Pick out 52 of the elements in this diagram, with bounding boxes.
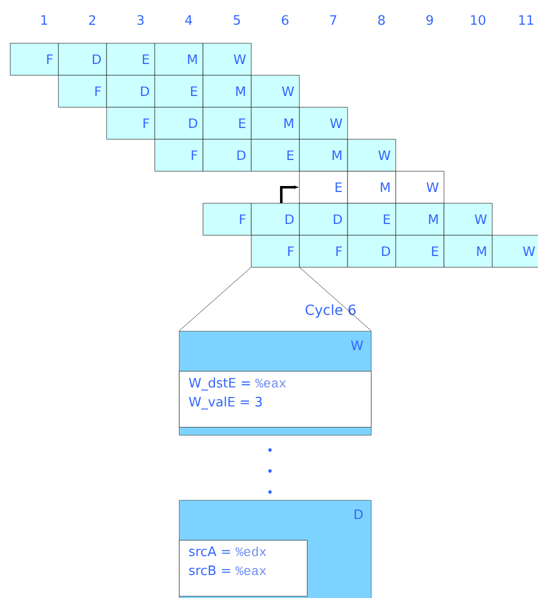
stage-cell: W [251,75,300,108]
field-box: srcA = %edx srcB = %eax [179,540,308,596]
arrow [280,186,298,203]
stage-cell: M [299,139,348,172]
stage-cell: W [396,171,444,204]
stage-cell: W [492,235,538,268]
cycle-number: 1 [41,15,48,25]
cycle-label: Cycle 6 [306,304,356,318]
stage-cell: M [396,203,444,236]
stage-cell: D [299,203,348,236]
stage-cell: E [202,107,252,140]
stage-cell: F [58,75,107,108]
stage-cell: M [444,235,492,268]
stage-cell: W [202,43,252,76]
stage-cell: E [347,203,396,236]
stage-cell: F [10,43,59,76]
stage-cell: D [58,43,107,76]
cycle-number: 6 [282,15,288,25]
stage-cell: D [106,75,155,108]
stage-cell: M [347,171,396,204]
cycle-number: 10 [471,15,486,25]
stage-cell: D [347,235,396,268]
stage-cell: M [202,75,252,108]
field-box: W_dstE = %eax W_valE = 3 [179,371,372,428]
cycle-number: 8 [378,15,385,25]
stage-cell: W [444,203,492,236]
stage-cell: D [251,203,300,236]
cycle-number: 5 [234,15,240,25]
stage-cell: D [202,139,252,172]
stage-cell: M [251,107,300,140]
stage-cell: F [299,235,348,268]
stage-cell: F [202,203,252,236]
stage-cell: D [154,107,204,140]
cycle-number: 4 [185,15,192,25]
stage-cell: E [299,171,348,204]
stage-cell: F [251,235,300,268]
stage-cell: W [299,107,348,140]
stage-cell: W [347,139,396,172]
stage-cell: F [106,107,155,140]
stage-cell: E [154,75,204,108]
zoom-line [178,267,252,332]
cycle-number: 7 [330,15,336,25]
cycle-number: 11 [519,15,534,25]
stage-cell: E [396,235,444,268]
cycle-number: 9 [426,15,433,25]
stage-cell: E [251,139,300,172]
zoom-line [299,267,372,332]
stage-cell: E [106,43,155,76]
cycle-number: 3 [137,15,144,25]
stage-cell: M [154,43,204,76]
stage-cell: F [154,139,204,172]
cycle-number: 2 [89,15,96,25]
